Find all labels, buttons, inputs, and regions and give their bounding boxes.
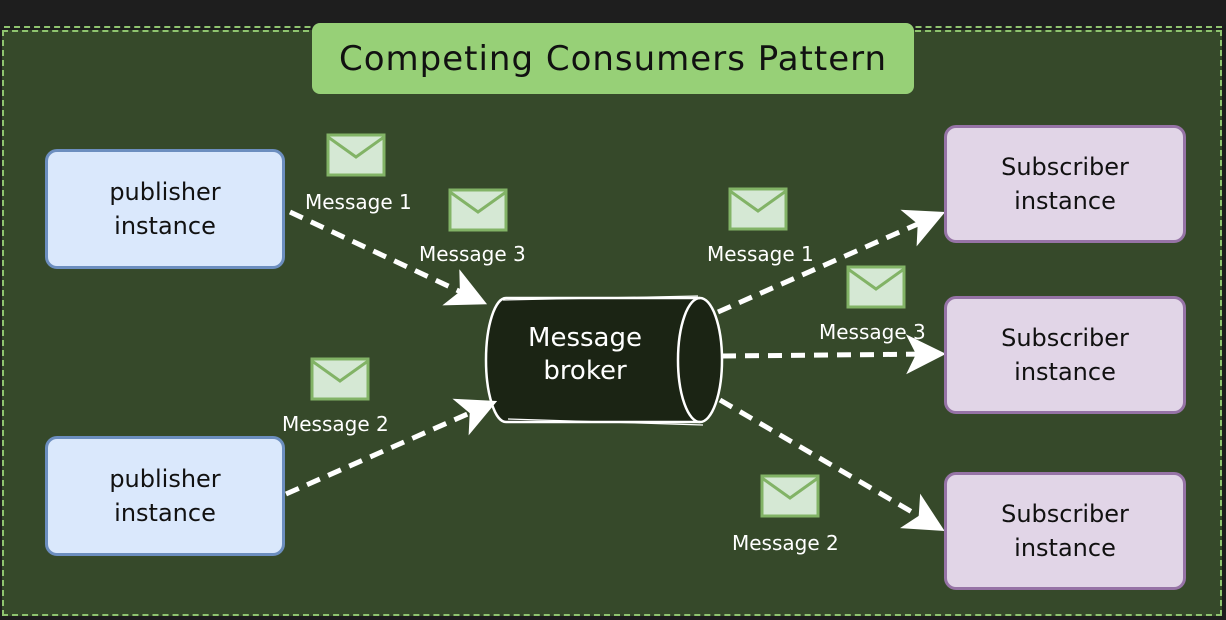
publisher-instance-2[interactable]: publisher instance bbox=[45, 436, 285, 556]
arrow-pub2-to-broker bbox=[284, 398, 498, 497]
message-label: Message 1 bbox=[305, 190, 412, 214]
arrow-broker-to-sub1 bbox=[716, 209, 946, 315]
broker-label-line2: broker bbox=[543, 356, 627, 386]
message-label: Message 3 bbox=[819, 320, 926, 344]
arrow-broker-to-sub2 bbox=[721, 334, 946, 375]
subscriber-label: Subscriber bbox=[1001, 500, 1129, 528]
subscriber-label: instance bbox=[1014, 534, 1116, 562]
arrow-pub1-to-broker bbox=[288, 209, 488, 306]
envelope-icon bbox=[846, 265, 906, 309]
envelope-icon bbox=[728, 187, 788, 231]
publisher-instance-1[interactable]: publisher instance bbox=[45, 149, 285, 269]
subscriber-instance-2[interactable]: Subscriber instance bbox=[944, 296, 1186, 414]
message-label: Message 2 bbox=[282, 412, 389, 436]
subscriber-label: instance bbox=[1014, 187, 1116, 215]
subscriber-label: Subscriber bbox=[1001, 153, 1129, 181]
publisher-label: publisher bbox=[109, 178, 221, 206]
diagram-title: Competing Consumers Pattern bbox=[312, 23, 914, 94]
arrow-broker-to-sub3 bbox=[718, 397, 945, 532]
envelope-icon bbox=[760, 474, 820, 518]
envelope-icon bbox=[310, 357, 370, 401]
broker-cylinder bbox=[484, 295, 724, 426]
publisher-label: instance bbox=[114, 499, 216, 527]
subscriber-label: instance bbox=[1014, 358, 1116, 386]
envelope-icon bbox=[326, 133, 386, 177]
subscriber-instance-3[interactable]: Subscriber instance bbox=[944, 472, 1186, 590]
message-label: Message 3 bbox=[419, 242, 526, 266]
envelope-icon bbox=[448, 188, 508, 232]
message-label: Message 2 bbox=[732, 531, 839, 555]
subscriber-instance-1[interactable]: Subscriber instance bbox=[944, 125, 1186, 243]
publisher-label: publisher bbox=[109, 465, 221, 493]
message-label: Message 1 bbox=[707, 242, 814, 266]
subscriber-label: Subscriber bbox=[1001, 324, 1129, 352]
broker-label-line1: Message bbox=[528, 323, 642, 353]
broker-label: Message broker bbox=[500, 322, 670, 388]
publisher-label: instance bbox=[114, 212, 216, 240]
